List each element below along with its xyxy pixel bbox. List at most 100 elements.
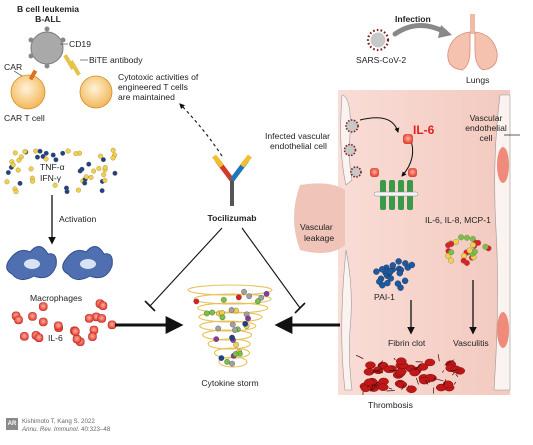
storm-molecule: [213, 336, 220, 342]
il6-molecule: [88, 332, 97, 341]
fibrin-strand: [443, 379, 446, 386]
fibrin-strand: [373, 381, 379, 387]
storm-molecule: [218, 355, 225, 361]
vessel-lumen: [338, 90, 510, 395]
il6-molecule: [39, 317, 48, 327]
label-car: CAR: [4, 62, 23, 72]
storm-swirl: [197, 302, 269, 314]
pai-1-dot: [386, 268, 394, 275]
cytokine-dot: [13, 189, 19, 195]
citation-authors: Kishimoto T, Kang S. 2022: [22, 418, 95, 425]
storm-molecule: [241, 288, 247, 295]
pai-1-dot: [394, 280, 402, 287]
title-b-all: B-ALL: [35, 14, 61, 24]
clot-rbc: [395, 357, 407, 365]
clot-rbc: [409, 368, 420, 377]
cytokine-dot: [15, 167, 21, 173]
car-pointer: [13, 70, 23, 77]
pai-1-dot: [384, 279, 391, 287]
il6-molecules: [11, 299, 117, 347]
cytokine-dot: [448, 257, 454, 264]
cytokine-dot: [64, 189, 70, 195]
cytokine-dot: [458, 234, 465, 241]
arrow-maintained: [179, 103, 223, 157]
left-endothelium-top: [340, 94, 353, 186]
fibrin-strand: [371, 383, 374, 391]
label-cyto-2: engineered T cells: [118, 82, 188, 92]
cytokine-dot: [110, 155, 116, 161]
virus-particles: [343, 119, 362, 178]
storm-molecule: [246, 293, 253, 300]
il6-molecule: [107, 320, 117, 330]
label-vascular-3: cell: [479, 133, 493, 143]
cytokine-dot: [79, 166, 85, 172]
storm-molecule: [232, 327, 238, 333]
storm-molecule: [235, 294, 242, 301]
il6-molecule: [97, 314, 106, 323]
car-t-cell: [10, 69, 46, 110]
cytokine-dot: [35, 154, 40, 160]
cytokine-dot: [30, 178, 35, 184]
cytokine-dot: [96, 166, 102, 171]
storm-molecule: [242, 321, 249, 327]
cytokine-dot: [466, 247, 473, 254]
cytokine-dot: [91, 168, 97, 174]
label-tocilizumab: Tocilizumab: [207, 213, 257, 223]
il6-molecule: [98, 301, 108, 310]
cytokine-dot: [100, 157, 106, 163]
bite-antibody: [63, 54, 81, 76]
cytokine-dot: [470, 242, 476, 248]
pai-1-molecules: [373, 258, 416, 291]
cytokine-dot: [482, 243, 489, 250]
cytokine-dot: [73, 151, 79, 157]
storm-molecule: [229, 334, 235, 341]
cytokine-dot: [50, 152, 56, 158]
label-cytokines-right: IL-6, IL-8, MCP-1: [425, 215, 491, 225]
label-vascular-2: endothelial: [465, 123, 507, 133]
cytokine-dot: [22, 149, 28, 155]
storm-molecule: [233, 341, 239, 348]
label-cyto-1: Cytotoxic activities of: [118, 72, 199, 82]
fibrin-strand: [451, 369, 459, 372]
cytokine-dot: [16, 157, 22, 163]
storm-molecule: [209, 309, 216, 316]
cytokine-dot: [17, 180, 23, 186]
fibrin-strand: [355, 354, 364, 359]
cytokine-dot: [52, 182, 58, 188]
label-thrombosis: Thrombosis: [368, 400, 413, 410]
il6-molecule: [370, 168, 379, 177]
cytokine-dot: [37, 148, 43, 154]
fibrin-strand: [366, 385, 370, 388]
storm-molecule: [232, 351, 239, 357]
label-cd19: CD19: [69, 39, 91, 49]
label-ifn: IFN-γ: [40, 173, 62, 183]
clot-rbc: [396, 380, 408, 389]
cytokine-dot: [448, 249, 455, 256]
il6-molecule: [20, 332, 29, 341]
storm-molecule: [228, 307, 235, 313]
cytokine-dot: [18, 154, 24, 160]
cytokine-dot: [82, 180, 88, 186]
cytokine-dot: [4, 179, 10, 185]
clot-rbc: [424, 358, 436, 367]
pai-1-dot: [395, 258, 402, 265]
il6-molecule: [38, 302, 48, 311]
cytokine-dot: [102, 165, 108, 170]
il6-molecule: [84, 314, 94, 323]
clot-rbc: [406, 385, 417, 393]
arrow-infection-head: [438, 25, 452, 38]
clot-rbc: [365, 361, 376, 369]
cytokine-dot: [97, 153, 103, 159]
storm-molecule: [193, 298, 200, 305]
title-b-cell-leukemia: B cell leukemia: [16, 4, 80, 14]
fibrin-strand: [428, 381, 431, 384]
pai-1-dot: [408, 261, 416, 269]
label-il6-left: IL-6: [48, 333, 63, 343]
cytokine-dot: [471, 248, 478, 255]
cytokine-dot: [83, 174, 89, 180]
fibrin-strand: [373, 369, 384, 374]
cytokine-dot: [110, 147, 116, 153]
storm-molecule: [229, 360, 235, 367]
cytokine-dot: [76, 187, 81, 193]
pai-1-dot: [396, 269, 403, 277]
